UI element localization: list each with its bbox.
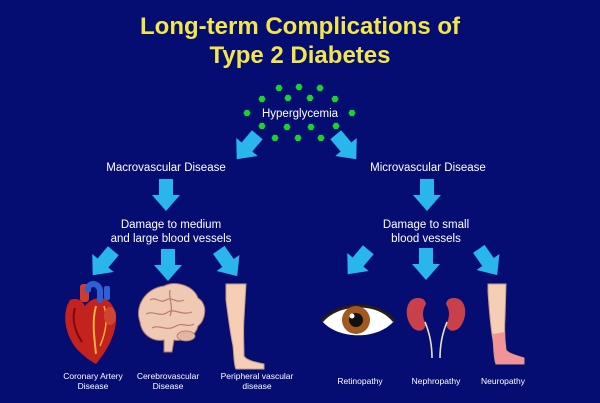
arrow-to-foot — [467, 240, 509, 284]
arrow-to-heart — [81, 241, 125, 285]
heart-icon — [65, 281, 117, 364]
macrovascular-label: Macrovascular Disease — [106, 162, 226, 174]
arrow-to-brain — [154, 249, 182, 281]
brain-icon — [138, 283, 206, 353]
arrow-to-kidney — [412, 248, 440, 280]
kidney-icon — [406, 298, 466, 359]
leg-icon — [225, 283, 265, 370]
macro-damage-label: Damage to medium and large blood vessels — [110, 219, 232, 245]
arrow-micro-damage — [413, 179, 441, 211]
cerebrovascular-disease-caption: Cerebrovascular Disease — [136, 371, 200, 391]
title-line-1: Long-term Complications of — [140, 13, 460, 40]
slide-title: Long-term Complications of Type 2 Diabet… — [0, 12, 600, 70]
micro-damage-label: Damage to small blood vessels — [382, 219, 470, 245]
neuropathy-caption: Neuropathy — [481, 376, 525, 386]
arrow-to-eye — [336, 240, 380, 284]
hyperglycemia-label: Hyperglycemia — [261, 108, 339, 120]
arrow-macro-damage — [152, 179, 180, 211]
microvascular-label: Microvascular Disease — [370, 162, 486, 174]
coronary-artery-disease-caption: Coronary Artery Disease — [63, 371, 123, 391]
eye-icon — [320, 304, 396, 336]
title-line-2: Type 2 Diabetes — [209, 42, 391, 69]
foot-icon — [487, 283, 525, 365]
arrow-to-leg — [207, 241, 249, 285]
peripheral-vascular-disease-caption: Peripheral vascular disease — [220, 371, 294, 391]
retinopathy-caption: Retinopathy — [337, 376, 383, 386]
nephropathy-caption: Nephropathy — [411, 376, 461, 386]
